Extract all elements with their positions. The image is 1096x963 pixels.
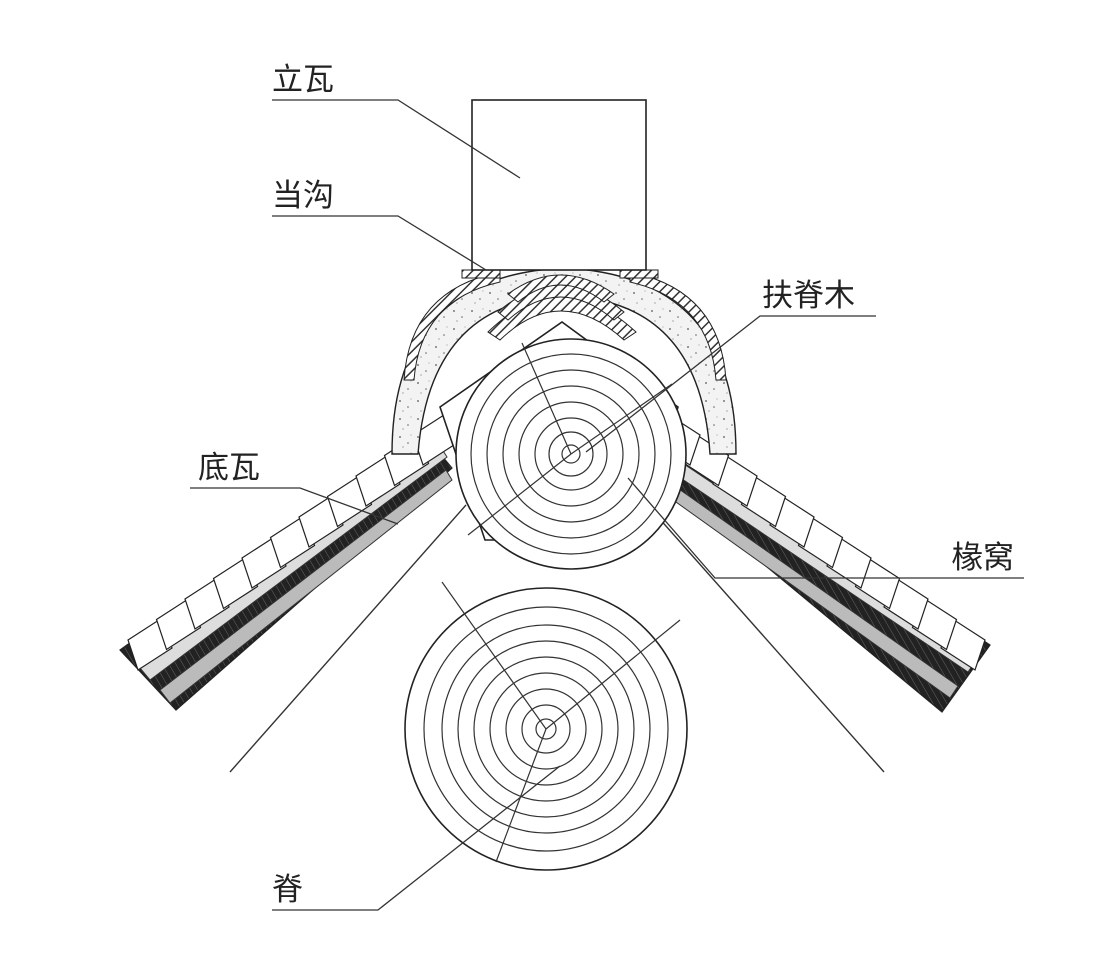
growth-ring bbox=[441, 624, 651, 834]
growth-ring bbox=[505, 688, 587, 770]
left-bottom-tiles bbox=[127, 412, 458, 671]
label-di-wa: 底瓦 bbox=[198, 450, 260, 486]
label-chuan-wo: 椽窝 bbox=[952, 540, 1014, 576]
guide-lines bbox=[229, 504, 885, 773]
label-li-wa: 立瓦 bbox=[272, 62, 334, 98]
standing-tile bbox=[471, 99, 647, 271]
growth-ring bbox=[518, 401, 624, 507]
growth-ring bbox=[534, 417, 608, 491]
label-fu-ji-mu: 扶脊木 bbox=[762, 278, 855, 314]
growth-ring bbox=[457, 640, 635, 818]
growth-ring bbox=[548, 431, 594, 477]
growth-ring bbox=[423, 606, 669, 852]
growth-ring bbox=[486, 369, 656, 539]
label-dang-gou: 当沟 bbox=[272, 178, 334, 214]
right-bottom-tiles bbox=[655, 412, 986, 671]
labels: 立瓦 当沟 扶脊木 底瓦 椽窝 脊 bbox=[198, 62, 1014, 908]
growth-ring bbox=[502, 385, 640, 523]
growth-ring bbox=[489, 672, 603, 786]
leader-lines bbox=[190, 99, 1024, 911]
right-roof-slope bbox=[647, 431, 991, 713]
growth-ring bbox=[473, 656, 619, 802]
growth-ring bbox=[535, 718, 557, 740]
label-ji: 脊 bbox=[272, 872, 303, 908]
growth-ring bbox=[561, 444, 581, 464]
growth-ring bbox=[521, 704, 571, 754]
growth-ring bbox=[470, 353, 672, 555]
ridge-mortar-cap bbox=[391, 267, 737, 455]
ridge-log bbox=[404, 581, 688, 871]
ridge-purlin-log bbox=[455, 338, 687, 570]
